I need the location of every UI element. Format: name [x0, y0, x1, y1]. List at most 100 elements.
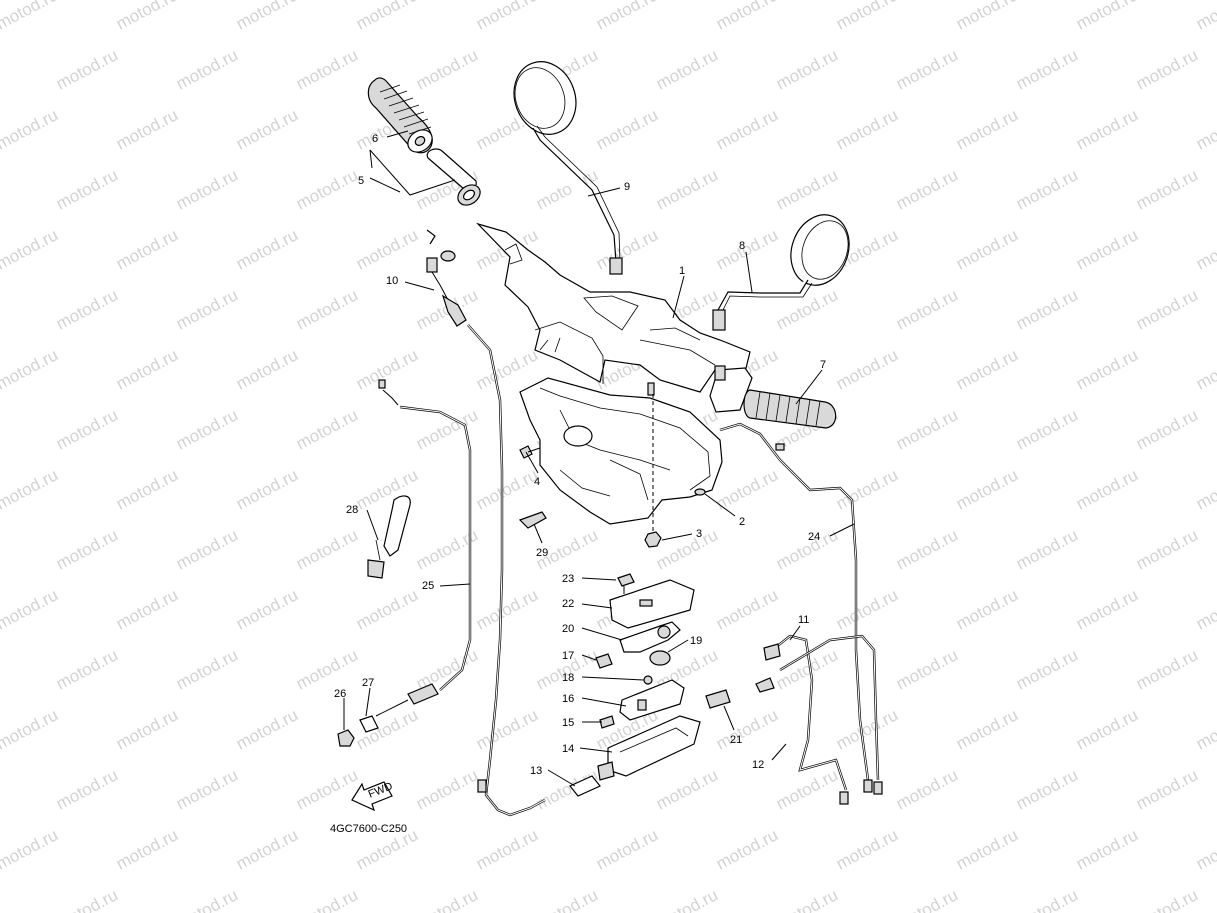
watermark-text: motod.ru: [0, 165, 1, 213]
callout-18: 18: [562, 672, 574, 684]
watermark-text: motod.ru: [233, 825, 301, 873]
leader-lines: [343, 130, 855, 787]
watermark-text: motod.ru: [833, 585, 901, 633]
mirror-left: [513, 61, 623, 275]
watermark-text: motod.ru: [0, 765, 1, 813]
callout-16: 16: [562, 693, 574, 705]
watermark-text: motod.ru: [953, 0, 1021, 34]
watermark-text: motod.ru: [53, 765, 121, 813]
watermark-text: motod.ru: [953, 105, 1021, 153]
watermark-text: motod.ru: [1073, 705, 1141, 753]
rear-brake-cable: [375, 379, 472, 717]
callout-4: 4: [534, 476, 540, 488]
watermark-text: motod.ru: [773, 765, 841, 813]
watermark-text: motod.ru: [0, 105, 61, 153]
watermark-text: motod.ru: [1133, 45, 1201, 93]
watermark-text: motod.ru: [53, 885, 121, 913]
watermark-text: motod.ru: [413, 645, 481, 693]
watermark-text: motod.ru: [1133, 165, 1201, 213]
clip-29: [518, 511, 547, 529]
watermark-text: motod.ru: [293, 885, 361, 913]
watermark-text: motod.ru: [113, 105, 181, 153]
callout-7: 7: [820, 359, 826, 371]
watermark-text: motod.ru: [833, 105, 901, 153]
housing-14: [597, 715, 701, 781]
callout-27: 27: [362, 677, 374, 689]
watermark-text: motod.ru: [113, 465, 181, 513]
watermark-text: motod.ru: [1193, 465, 1217, 513]
watermark-text: motod.ru: [473, 585, 541, 633]
watermark-text: motod.ru: [713, 0, 781, 34]
watermark-text: motod.ru: [1013, 765, 1081, 813]
watermark-text: motod.ru: [0, 0, 61, 34]
watermark-text: motod.ru: [893, 525, 961, 573]
watermark-text: motod.ru: [953, 705, 1021, 753]
watermark-text: motod.ru: [113, 0, 181, 34]
watermark-text: motod.ru: [293, 45, 361, 93]
callout-11: 11: [798, 614, 809, 626]
watermark-text: motod.ru: [113, 825, 181, 873]
watermark-text: motod.ru: [833, 345, 901, 393]
collar-27: [359, 715, 379, 733]
watermark-text: motod.ru: [1073, 465, 1141, 513]
spring-18: [643, 675, 653, 685]
watermark-text: motod.ru: [113, 225, 181, 273]
watermark-text: motod.ru: [1133, 285, 1201, 333]
watermark-text: motod.ru: [1193, 585, 1217, 633]
watermark-text: motod.ru: [893, 765, 961, 813]
watermark-text: motod.ru: [173, 165, 241, 213]
watermark-text: motod.ru: [1013, 525, 1081, 573]
watermark-text: motod.ru: [173, 885, 241, 913]
cable-24: [719, 422, 873, 793]
watermark-text: motod.ru: [1193, 345, 1217, 393]
watermark-text: motod.ru: [773, 45, 841, 93]
watermark-text: motod.ru: [173, 285, 241, 333]
fwd-arrow: FWD: [351, 780, 394, 812]
callout-29: 29: [536, 547, 548, 559]
watermark-text: motod.ru: [653, 45, 721, 93]
watermark-text: motod.ru: [893, 885, 961, 913]
cable-12: [755, 634, 883, 795]
screw-23: [617, 573, 635, 594]
watermark-text: motod.ru: [653, 165, 721, 213]
watermark-text: motod.ru: [1013, 405, 1081, 453]
watermark-text: motod.ru: [353, 225, 421, 273]
boot-13: [569, 775, 601, 797]
callout-15: 15: [562, 717, 574, 729]
watermark-text: motod.ru: [593, 0, 661, 34]
knob-19: [649, 650, 671, 666]
callout-19: 19: [690, 635, 702, 647]
callout-14: 14: [562, 743, 574, 755]
watermark-text: motod.ru: [413, 885, 481, 913]
watermark-text: motod.ru: [53, 645, 121, 693]
front-brake-cable: [426, 229, 546, 817]
watermark-text: motod.ru: [473, 465, 541, 513]
watermark-text: motod.ru: [533, 885, 601, 913]
watermark-text: motod.ru: [1073, 585, 1141, 633]
callout-28: 28: [346, 504, 358, 516]
mirror-right: [712, 214, 850, 331]
callout-20: 20: [562, 623, 574, 635]
watermark-text: motod.ru: [0, 225, 61, 273]
piece-17: [595, 653, 613, 669]
watermark-text: motod.ru: [233, 465, 301, 513]
clip-21: [705, 689, 731, 709]
watermark-text: motod.ru: [173, 45, 241, 93]
watermark-text: motod.ru: [473, 705, 541, 753]
watermark-text: motod.ru: [893, 645, 961, 693]
watermark-text: motod.ru: [353, 465, 421, 513]
watermark-text: motod.ru: [173, 765, 241, 813]
watermark-text: motod.ru: [0, 705, 61, 753]
callout-3: 3: [696, 528, 702, 540]
watermark-text: motod.ru: [773, 885, 841, 913]
callout-17: 17: [562, 650, 574, 662]
watermark-text: motod.ru: [0, 45, 1, 93]
watermark-text: motod.ru: [0, 825, 61, 873]
watermark-text: motod.ru: [473, 0, 541, 34]
watermark-text: motod.ru: [713, 705, 781, 753]
handlebar-lower-cover: [519, 377, 723, 525]
watermark-text: motod.ru: [593, 825, 661, 873]
watermark-text: motod.ru: [0, 465, 61, 513]
watermark-text: motod.ru: [0, 525, 1, 573]
